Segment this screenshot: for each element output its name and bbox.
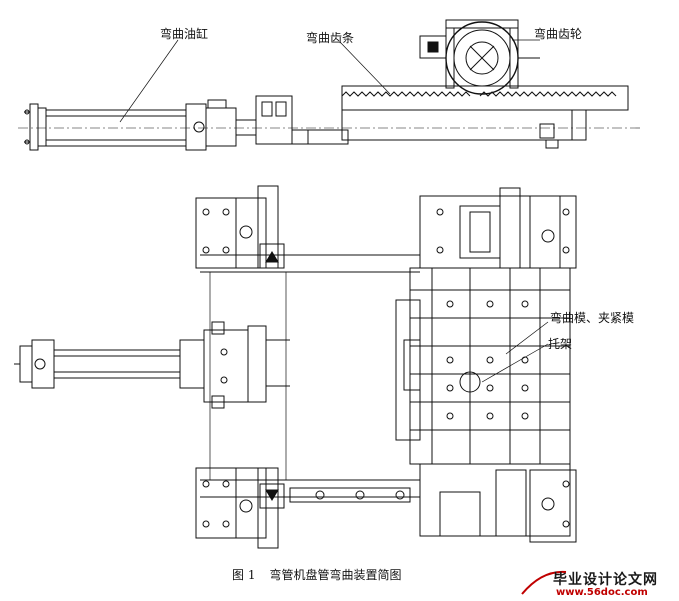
figure-number: 图 1 <box>232 568 256 582</box>
label-bend-rack: 弯曲齿条 <box>306 31 355 45</box>
bend-gear <box>419 19 540 95</box>
watermark-url: www.56doc.com <box>556 587 648 598</box>
bending-head <box>395 187 577 543</box>
figure-title: 弯管机盘管弯曲装置简图 <box>269 568 402 582</box>
label-bracket: 托架 <box>548 337 573 351</box>
label-bend-cylinder: 弯曲油缸 <box>160 27 209 41</box>
watermark-swoosh <box>521 570 567 595</box>
plan-cylinder <box>14 321 290 409</box>
watermark-text: 毕业设计论文网 <box>553 572 658 588</box>
bend-cylinder <box>24 99 256 151</box>
bend-rack <box>255 85 629 149</box>
top-elevation-view <box>18 19 640 151</box>
label-bend-gear: 弯曲齿轮 <box>534 27 583 41</box>
bottom-plan-view <box>14 185 577 549</box>
label-bend-clamp-die: 弯曲模、夹紧模 <box>550 311 635 325</box>
frame-block-bottom-left <box>195 467 411 549</box>
figure-caption: 图 1 弯管机盘管弯曲装置简图 <box>232 566 415 583</box>
frame-block-top-left <box>195 185 285 269</box>
